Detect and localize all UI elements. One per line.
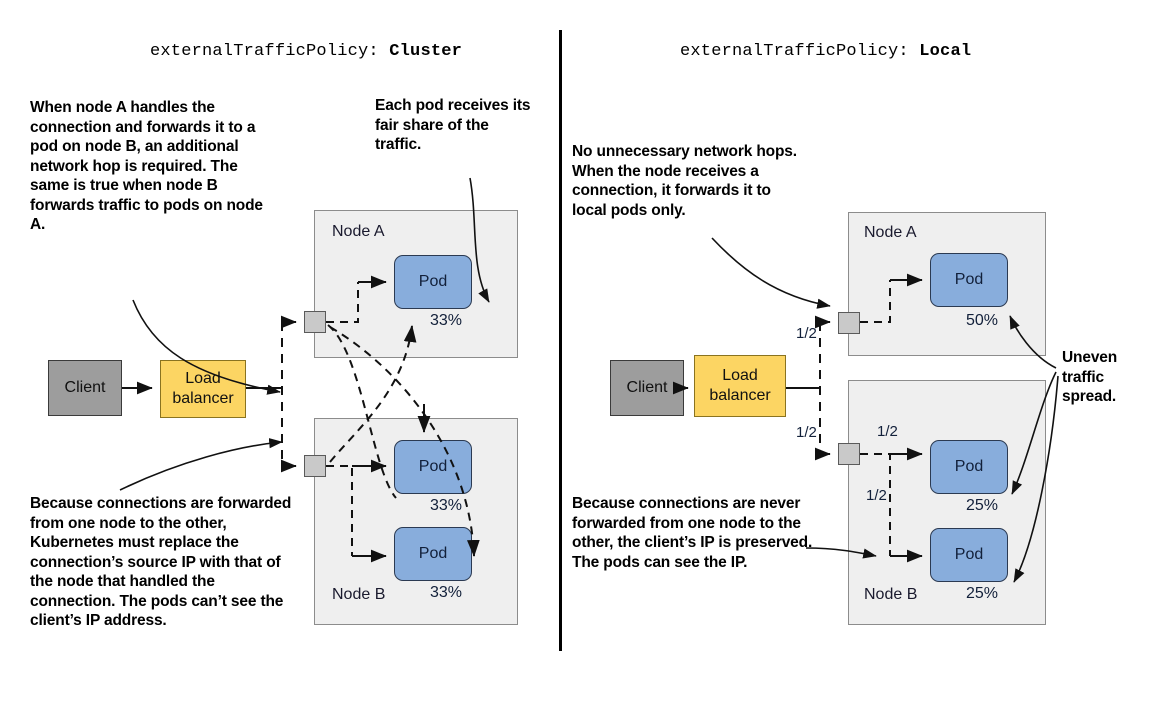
right-node-a-label: Node A [864,224,917,241]
right-node-b-split-2: 1/2 [866,487,887,504]
right-client-box: Client [610,360,684,416]
left-node-b-pod-2: Pod [394,527,472,581]
left-node-a-kube-proxy [304,311,326,333]
left-node-b-pod-2-percent: 33% [430,584,463,601]
left-node-b-kube-proxy [304,455,326,477]
right-policy-value: Local [919,42,972,61]
left-load-balancer-box: Load balancer [160,360,246,418]
left-panel-title: externalTrafficPolicy: Cluster [150,42,462,61]
left-leader-bottomleft [119,438,283,491]
right-node-a-kube-proxy [838,312,860,334]
right-lb-split-top: 1/2 [796,325,817,342]
left-client-box: Client [48,360,122,416]
left-node-b-label: Node B [332,586,386,603]
left-node-a-pod-1-percent: 33% [430,312,463,329]
right-callout-bottom-left: Because connections are never forwarded … [572,495,813,571]
left-node-a-label: Node A [332,223,385,240]
right-callout-uneven: Uneven traffic spread. [1062,349,1118,405]
left-node-b-pod-1-percent: 33% [430,497,463,514]
right-node-b-pod-2: Pod [930,528,1008,582]
right-load-balancer-label: Load balancer [709,367,771,404]
left-node-b-pod-1: Pod [394,440,472,494]
left-policy-value: Cluster [389,42,463,61]
left-callout-top-left: When node A handles the connection and f… [30,99,263,233]
right-load-balancer-box: Load balancer [694,355,786,417]
right-node-b-pod-2-percent: 25% [966,585,999,602]
right-node-b-kube-proxy [838,443,860,465]
left-callout-bottom-left: Because connections are forwarded from o… [30,495,292,629]
right-node-a-pod-1: Pod [930,253,1008,307]
left-load-balancer-label: Load balancer [172,370,234,407]
right-lb-split-bottom: 1/2 [796,424,817,441]
left-policy-key: externalTrafficPolicy: [150,42,379,61]
left-node-a-pod-1: Pod [394,255,472,309]
right-node-b-pod-1-percent: 25% [966,497,999,514]
right-node-b-split-1: 1/2 [877,423,898,440]
right-panel-title: externalTrafficPolicy: Local [680,42,971,61]
panel-divider [559,30,562,651]
right-leader-topleft [711,237,831,309]
left-callout-top-right: Each pod receives its fair share of the … [375,97,531,153]
right-node-a-pod-1-percent: 50% [966,312,999,329]
right-node-b-label: Node B [864,586,918,603]
right-node-b-pod-1: Pod [930,440,1008,494]
right-policy-key: externalTrafficPolicy: [680,42,909,61]
right-callout-top-left: No unnecessary network hops. When the no… [572,143,797,219]
